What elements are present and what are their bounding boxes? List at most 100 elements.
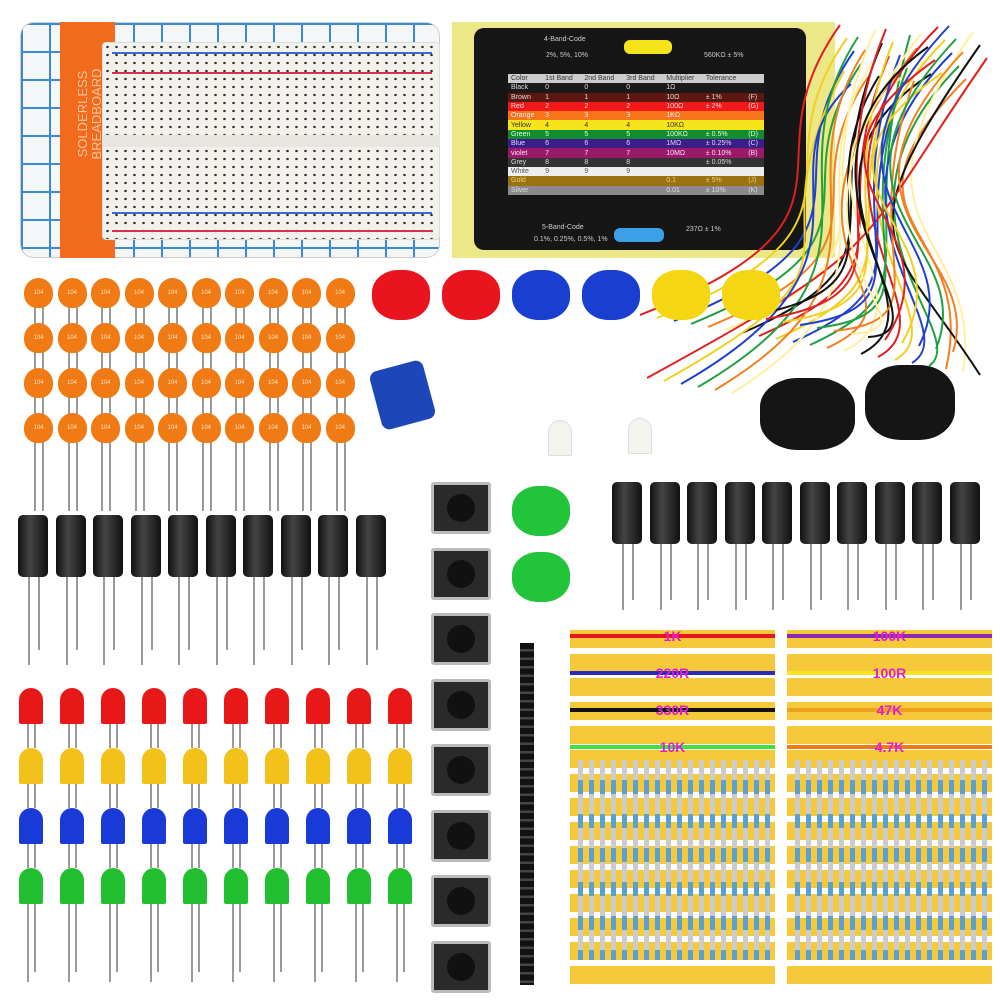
ceramic-capacitor: 104 bbox=[225, 368, 254, 398]
table-cell: (B) bbox=[748, 149, 758, 157]
table-cell: (C) bbox=[748, 140, 758, 148]
button-cap bbox=[652, 270, 710, 320]
four-band-tolerances: 2%, 5%, 10% bbox=[546, 52, 589, 59]
table-cell: 1KΩ bbox=[666, 112, 681, 120]
capacitor-marking: 104 bbox=[100, 335, 111, 341]
table-cell: 5 bbox=[626, 130, 631, 138]
jumper-wire bbox=[901, 78, 967, 370]
capacitor-lead bbox=[34, 396, 36, 414]
table-cell: Orange bbox=[511, 112, 535, 120]
white-led bbox=[548, 420, 572, 456]
capacitor-lead bbox=[263, 570, 265, 650]
table-cell: 1MΩ bbox=[666, 140, 682, 148]
led-lead bbox=[157, 722, 159, 748]
capacitor-lead bbox=[235, 396, 237, 414]
resistor bbox=[721, 760, 726, 960]
table-cell: ± 2% bbox=[705, 103, 722, 111]
capacitor-marking: 104 bbox=[267, 425, 278, 431]
led bbox=[347, 868, 371, 904]
capacitor-lead bbox=[302, 306, 304, 324]
table-cell: 6 bbox=[545, 140, 550, 148]
resistor bbox=[850, 760, 855, 960]
ceramic-capacitor: 104 bbox=[325, 368, 355, 398]
led-lead bbox=[396, 902, 398, 982]
breadboard-label-line1: SOLDERLESS bbox=[75, 70, 90, 158]
capacitor-lead bbox=[168, 351, 170, 369]
led bbox=[306, 868, 330, 904]
led-lead bbox=[239, 902, 241, 972]
resistor bbox=[949, 760, 954, 960]
led-lead bbox=[34, 782, 36, 808]
ceramic-capacitor: 104 bbox=[225, 413, 254, 443]
table-cell: 4 bbox=[626, 121, 631, 129]
capacitor-lead bbox=[343, 306, 346, 324]
resistor bbox=[916, 760, 921, 960]
capacitor-lead bbox=[103, 570, 105, 665]
led bbox=[265, 748, 289, 784]
led bbox=[224, 748, 248, 784]
jumper-wire bbox=[833, 80, 915, 332]
capacitor-marking: 104 bbox=[167, 290, 178, 296]
capacitor-lead bbox=[922, 540, 924, 610]
capacitor-lead bbox=[188, 570, 190, 650]
table-header bbox=[745, 74, 764, 84]
table-cell: 10Ω bbox=[666, 93, 680, 101]
ceramic-capacitor: 104 bbox=[124, 323, 154, 353]
jumper-wire bbox=[697, 36, 859, 388]
tactile-switch bbox=[431, 678, 491, 731]
capacitor-lead bbox=[310, 351, 312, 369]
switch-button bbox=[447, 559, 475, 588]
led-lead bbox=[109, 902, 111, 982]
resistor bbox=[633, 760, 638, 960]
ceramic-capacitor: 104 bbox=[325, 278, 355, 308]
capacitor-lead bbox=[302, 351, 304, 369]
led bbox=[142, 748, 166, 784]
jumper-wire bbox=[897, 51, 964, 353]
table-cell: 0.01 bbox=[666, 186, 680, 194]
table-cell: 0 bbox=[545, 84, 550, 92]
resistor-value: 4.7K bbox=[874, 739, 905, 755]
electrolytic-capacitor bbox=[799, 482, 830, 544]
ceramic-capacitor: 104 bbox=[124, 278, 154, 308]
capacitor-lead bbox=[75, 441, 78, 511]
electrolytic-capacitor bbox=[168, 515, 198, 577]
led bbox=[60, 688, 84, 724]
capacitor-lead bbox=[42, 441, 44, 511]
resistor bbox=[578, 760, 583, 960]
capacitor-marking: 104 bbox=[267, 290, 278, 296]
capacitor-lead bbox=[168, 441, 170, 511]
ceramic-capacitor: 104 bbox=[258, 413, 288, 443]
capacitor-lead bbox=[142, 351, 145, 369]
electrolytic-capacitor bbox=[355, 515, 386, 577]
capacitor-marking: 104 bbox=[334, 335, 345, 341]
button-cap bbox=[582, 270, 640, 320]
led-lead bbox=[27, 782, 29, 808]
table-cell: Gold bbox=[511, 177, 526, 185]
capacitor-lead bbox=[894, 540, 897, 600]
capacitor-lead bbox=[75, 306, 78, 324]
table-cell: (G) bbox=[748, 103, 759, 111]
rail-negative-top bbox=[112, 52, 432, 54]
capacitor-marking: 104 bbox=[33, 290, 44, 296]
table-cell: 4 bbox=[584, 121, 589, 129]
led-lead bbox=[198, 722, 200, 748]
resistor bbox=[754, 760, 759, 960]
led-lead bbox=[280, 902, 282, 972]
electrolytic-capacitor bbox=[205, 515, 236, 577]
capacitor-marking: 104 bbox=[33, 380, 44, 386]
capacitor-marking: 104 bbox=[66, 335, 77, 341]
led-lead bbox=[280, 842, 282, 868]
capacitor-lead bbox=[176, 441, 178, 511]
led-lead bbox=[157, 842, 159, 868]
ceramic-capacitor: 104 bbox=[292, 278, 321, 308]
resistor-group-label: 47K bbox=[787, 703, 992, 717]
capacitor-lead bbox=[101, 306, 103, 324]
electrolytic-capacitor bbox=[318, 515, 348, 577]
capacitor-lead bbox=[243, 351, 245, 369]
table-cell: 1Ω bbox=[666, 84, 676, 92]
